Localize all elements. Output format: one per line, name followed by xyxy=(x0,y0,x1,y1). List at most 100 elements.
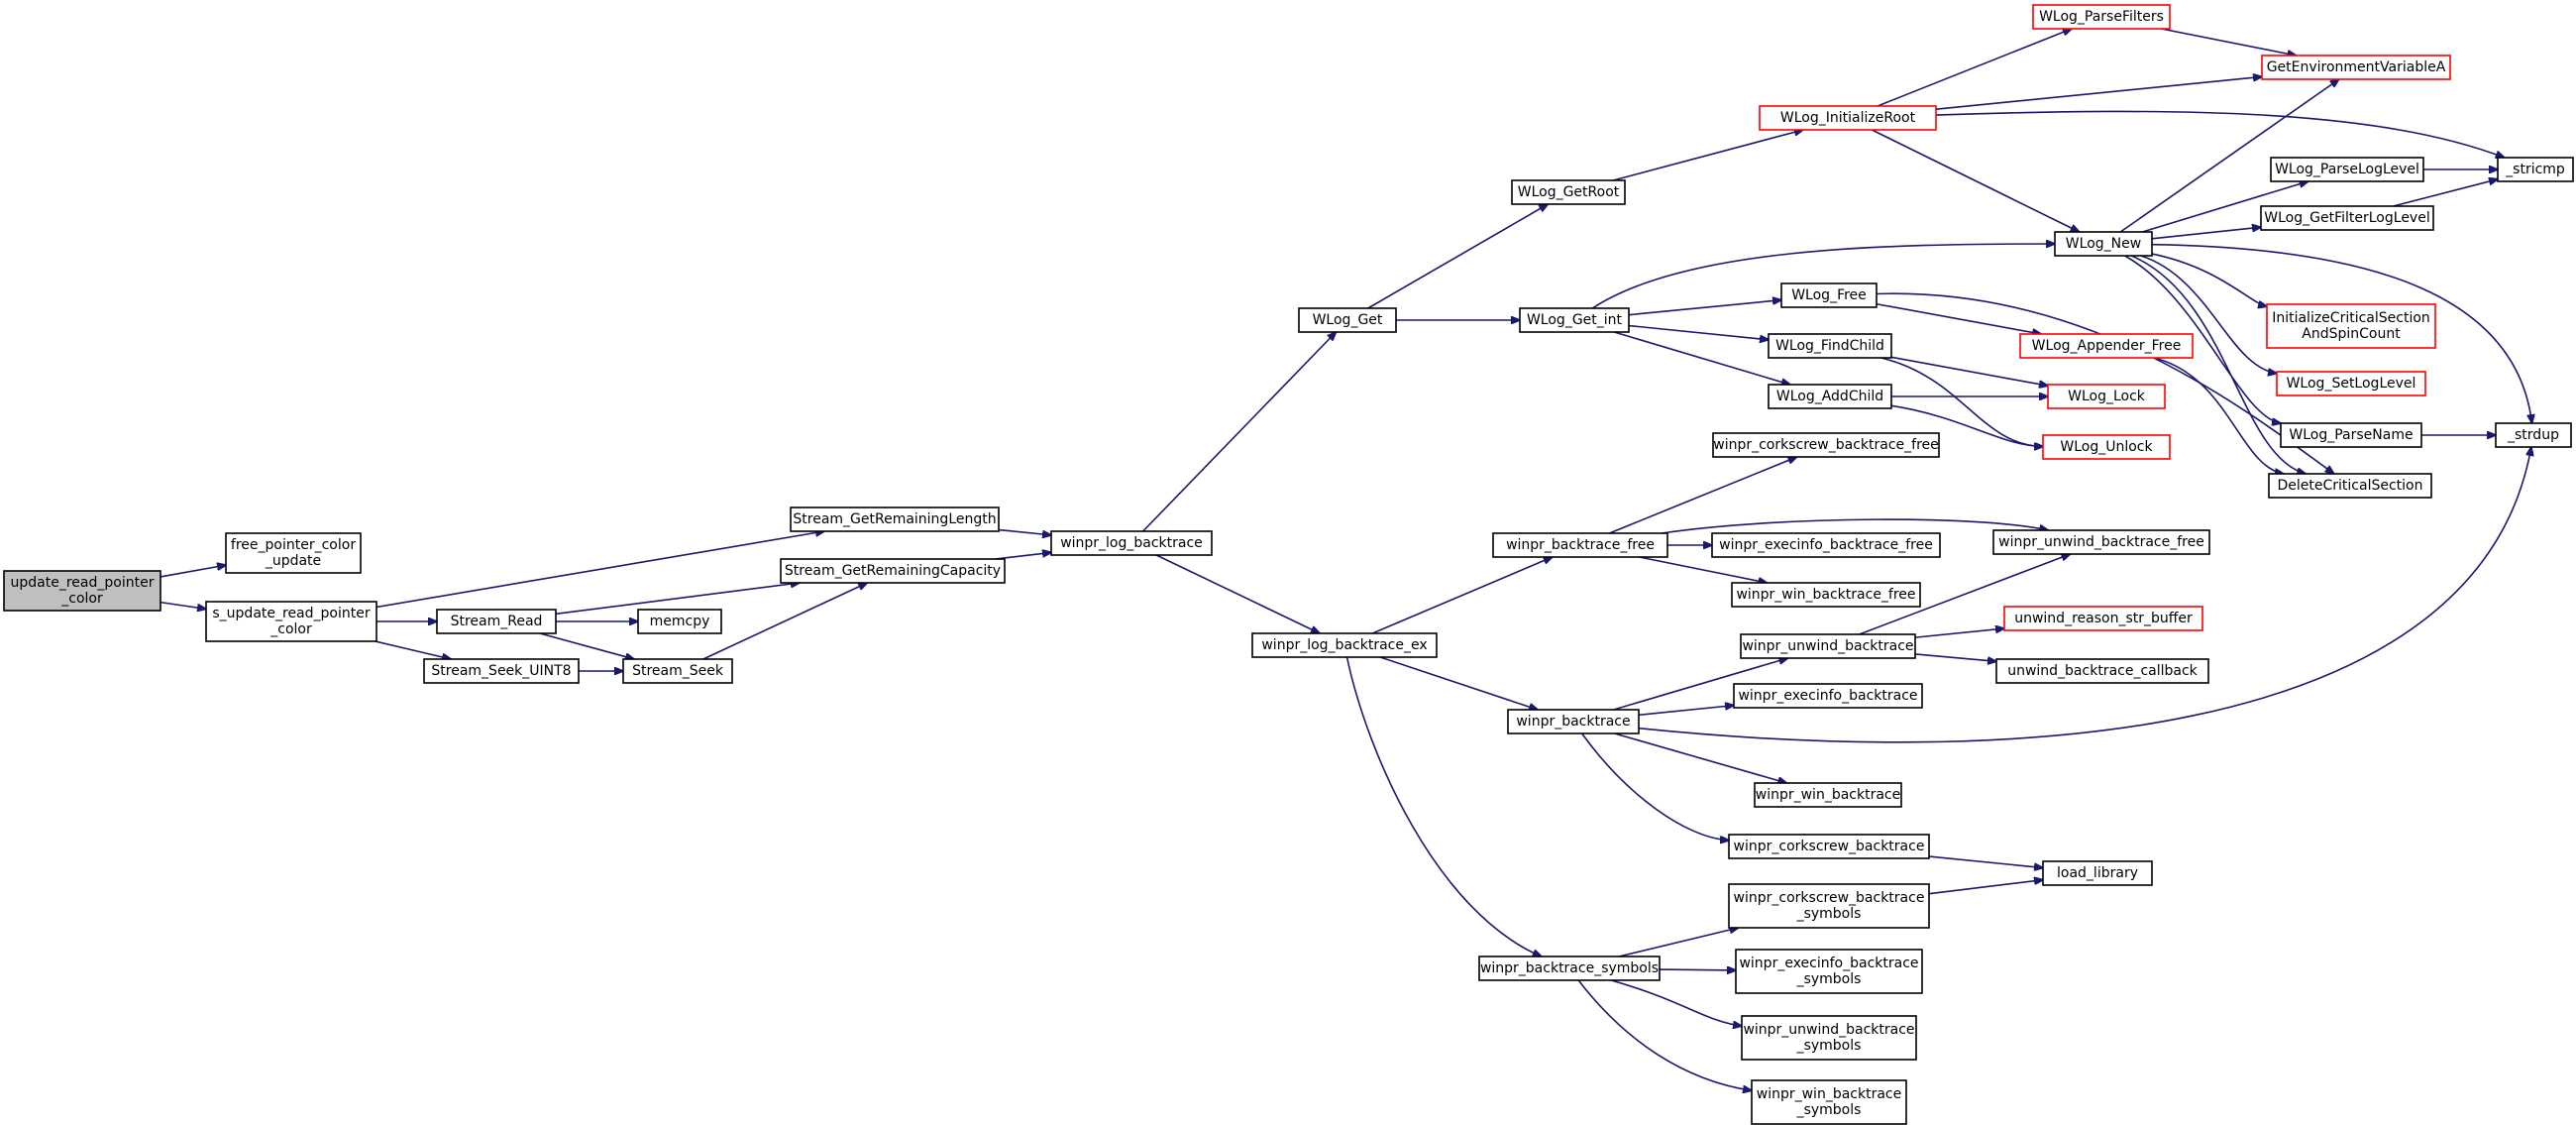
node-label: winpr_backtrace_symbols xyxy=(1480,960,1659,976)
node-wcbs[interactable]: winpr_corkscrew_backtrace_symbols xyxy=(1728,883,1930,929)
node-wubs[interactable]: winpr_unwind_backtrace_symbols xyxy=(1741,1015,1917,1061)
node-label: WLog_ParseName xyxy=(2289,427,2413,443)
node-box xyxy=(1507,709,1640,734)
edge-wbs-to-wubs xyxy=(1610,979,1742,1026)
node-label: WLog_GetRoot xyxy=(1518,184,1620,200)
edge-wlfree-to-wlaf xyxy=(1876,302,2041,334)
edge-root-to-s_update xyxy=(160,601,206,610)
node-wlgfll[interactable]: WLog_GetFilterLogLevel xyxy=(2260,205,2434,231)
node-wlfree[interactable]: WLog_Free xyxy=(1780,282,1878,308)
node-wwb[interactable]: winpr_win_backtrace xyxy=(1754,782,1902,808)
node-wlinit[interactable]: WLog_InitializeRoot xyxy=(1759,105,1937,131)
node-web[interactable]: winpr_execinfo_backtrace xyxy=(1733,683,1923,709)
edge-wlnew-to-getenv xyxy=(2119,79,2339,233)
node-wlget[interactable]: WLog_Get xyxy=(1298,307,1397,333)
node-wcb[interactable]: winpr_corkscrew_backtrace xyxy=(1728,834,1930,859)
edge-wlgetroot-to-wlinit xyxy=(1612,130,1803,181)
edge-wlinit-to-stricmp xyxy=(1935,110,2505,158)
node-label: load_library xyxy=(2057,865,2138,881)
node-strdup[interactable]: _strdup xyxy=(2495,422,2572,448)
node-wlsll[interactable]: WLog_SetLogLevel xyxy=(2276,371,2426,396)
node-wub[interactable]: winpr_unwind_backtrace xyxy=(1740,633,1916,659)
node-wlpll[interactable]: WLog_ParseLogLevel xyxy=(2270,157,2424,182)
edge-wb-to-wub xyxy=(1613,658,1788,711)
node-wlac[interactable]: WLog_AddChild xyxy=(1768,384,1892,409)
node-sgrc[interactable]: Stream_GetRemainingCapacity xyxy=(780,558,1006,584)
node-sread[interactable]: Stream_Read xyxy=(436,609,557,634)
node-label: WLog_GetFilterLogLevel xyxy=(2264,210,2429,226)
edge-wlbex-to-wb xyxy=(1379,656,1538,710)
edge-s_update-to-sgrl xyxy=(376,531,824,609)
node-loadlib[interactable]: load_library xyxy=(2042,860,2153,886)
node-ubc[interactable]: unwind_backtrace_callback xyxy=(1995,658,2209,684)
node-wwbs[interactable]: winpr_win_backtrace_symbols xyxy=(1751,1079,1907,1125)
node-wlfc[interactable]: WLog_FindChild xyxy=(1768,333,1892,359)
node-wlpn[interactable]: WLog_ParseName xyxy=(2280,422,2422,448)
node-box xyxy=(1780,282,1878,308)
node-dcs[interactable]: DeleteCriticalSection xyxy=(2268,473,2432,499)
edge-wlgfll-to-stricmp xyxy=(2393,179,2498,207)
edge-wlgetint-to-wlac xyxy=(1613,331,1790,385)
node-label: Stream_Read xyxy=(451,614,543,629)
node-wubf[interactable]: winpr_unwind_backtrace_free xyxy=(1992,529,2210,555)
node-sseek8[interactable]: Stream_Seek_UINT8 xyxy=(423,658,580,684)
node-wb[interactable]: winpr_backtrace xyxy=(1507,709,1640,734)
node-box xyxy=(1711,532,1941,558)
edge-wlac-to-wlunlock xyxy=(1890,404,2043,446)
node-box xyxy=(1733,683,1923,709)
node-sseek[interactable]: Stream_Seek xyxy=(622,658,733,684)
node-label: winpr_corkscrew_backtrace_free xyxy=(1713,437,1939,453)
node-box xyxy=(790,506,1000,532)
node-box xyxy=(2270,157,2424,182)
node-box xyxy=(1735,949,1923,994)
node-wlunlock[interactable]: WLog_Unlock xyxy=(2042,434,2171,460)
node-sgrl[interactable]: Stream_GetRemainingLength xyxy=(790,506,1000,532)
node-label: WLog_New xyxy=(2066,236,2141,252)
node-wlbex[interactable]: winpr_log_backtrace_ex xyxy=(1251,632,1438,658)
edge-wbf-to-wubf xyxy=(1661,518,2048,534)
node-memcpy[interactable]: memcpy xyxy=(637,609,722,634)
node-box xyxy=(2042,860,2153,886)
node-s_update[interactable]: s_update_read_pointer_color xyxy=(205,601,377,642)
node-webf[interactable]: winpr_execinfo_backtrace_free xyxy=(1711,532,1941,558)
edge-wbs-to-wcbs xyxy=(1618,928,1739,957)
node-wlnew[interactable]: WLog_New xyxy=(2054,231,2153,257)
node-root[interactable]: update_read_pointer_color xyxy=(3,570,161,612)
node-label: winpr_win_backtrace xyxy=(1756,787,1900,803)
edge-wbs-to-wwbs xyxy=(1577,979,1752,1090)
node-wwbf[interactable]: winpr_win_backtrace_free xyxy=(1731,582,1921,608)
node-label: GetEnvironmentVariableA xyxy=(2267,59,2446,75)
node-wbf[interactable]: winpr_backtrace_free xyxy=(1492,532,1668,558)
node-wbs[interactable]: winpr_backtrace_symbols xyxy=(1478,956,1661,981)
node-wllock[interactable]: WLog_Lock xyxy=(2047,384,2166,409)
node-wlpf[interactable]: WLog_ParseFilters xyxy=(2032,4,2171,30)
node-label: winpr_backtrace xyxy=(1516,714,1630,730)
edge-wlnew-to-dcs xyxy=(2130,255,2306,474)
node-wlb[interactable]: winpr_log_backtrace xyxy=(1050,530,1213,556)
node-box xyxy=(2280,422,2422,448)
node-label: InitializeCriticalSection xyxy=(2272,310,2430,326)
node-box xyxy=(2032,4,2171,30)
edge-wlget-to-wlgetroot xyxy=(1367,204,1549,309)
node-getenv[interactable]: GetEnvironmentVariableA xyxy=(2261,55,2451,80)
node-label: winpr_execinfo_backtrace xyxy=(1739,956,1918,971)
node-free_pc[interactable]: free_pointer_color_update xyxy=(225,532,362,574)
node-box xyxy=(1478,956,1661,981)
node-label: WLog_Free xyxy=(1791,287,1867,303)
edge-wlnew-to-wlsll xyxy=(2140,255,2277,374)
node-wcbf[interactable]: winpr_corkscrew_backtrace_free xyxy=(1712,432,1940,458)
node-box xyxy=(2047,384,2166,409)
edge-wlnew-to-strdup xyxy=(2151,243,2532,423)
node-stricmp[interactable]: _stricmp xyxy=(2497,157,2574,182)
node-label: winpr_log_backtrace_ex xyxy=(1261,637,1427,653)
node-box xyxy=(1712,432,1940,458)
node-wlgetint[interactable]: WLog_Get_int xyxy=(1519,307,1630,333)
node-wlaf[interactable]: WLog_Appender_Free xyxy=(2019,333,2194,359)
node-box xyxy=(1759,105,1937,131)
node-wlgetroot[interactable]: WLog_GetRoot xyxy=(1511,179,1626,205)
node-label: WLog_Unlock xyxy=(2060,439,2153,455)
node-webs[interactable]: winpr_execinfo_backtrace_symbols xyxy=(1735,949,1923,994)
node-label: WLog_SetLogLevel xyxy=(2287,376,2416,392)
node-ursb[interactable]: unwind_reason_str_buffer xyxy=(2003,606,2203,631)
